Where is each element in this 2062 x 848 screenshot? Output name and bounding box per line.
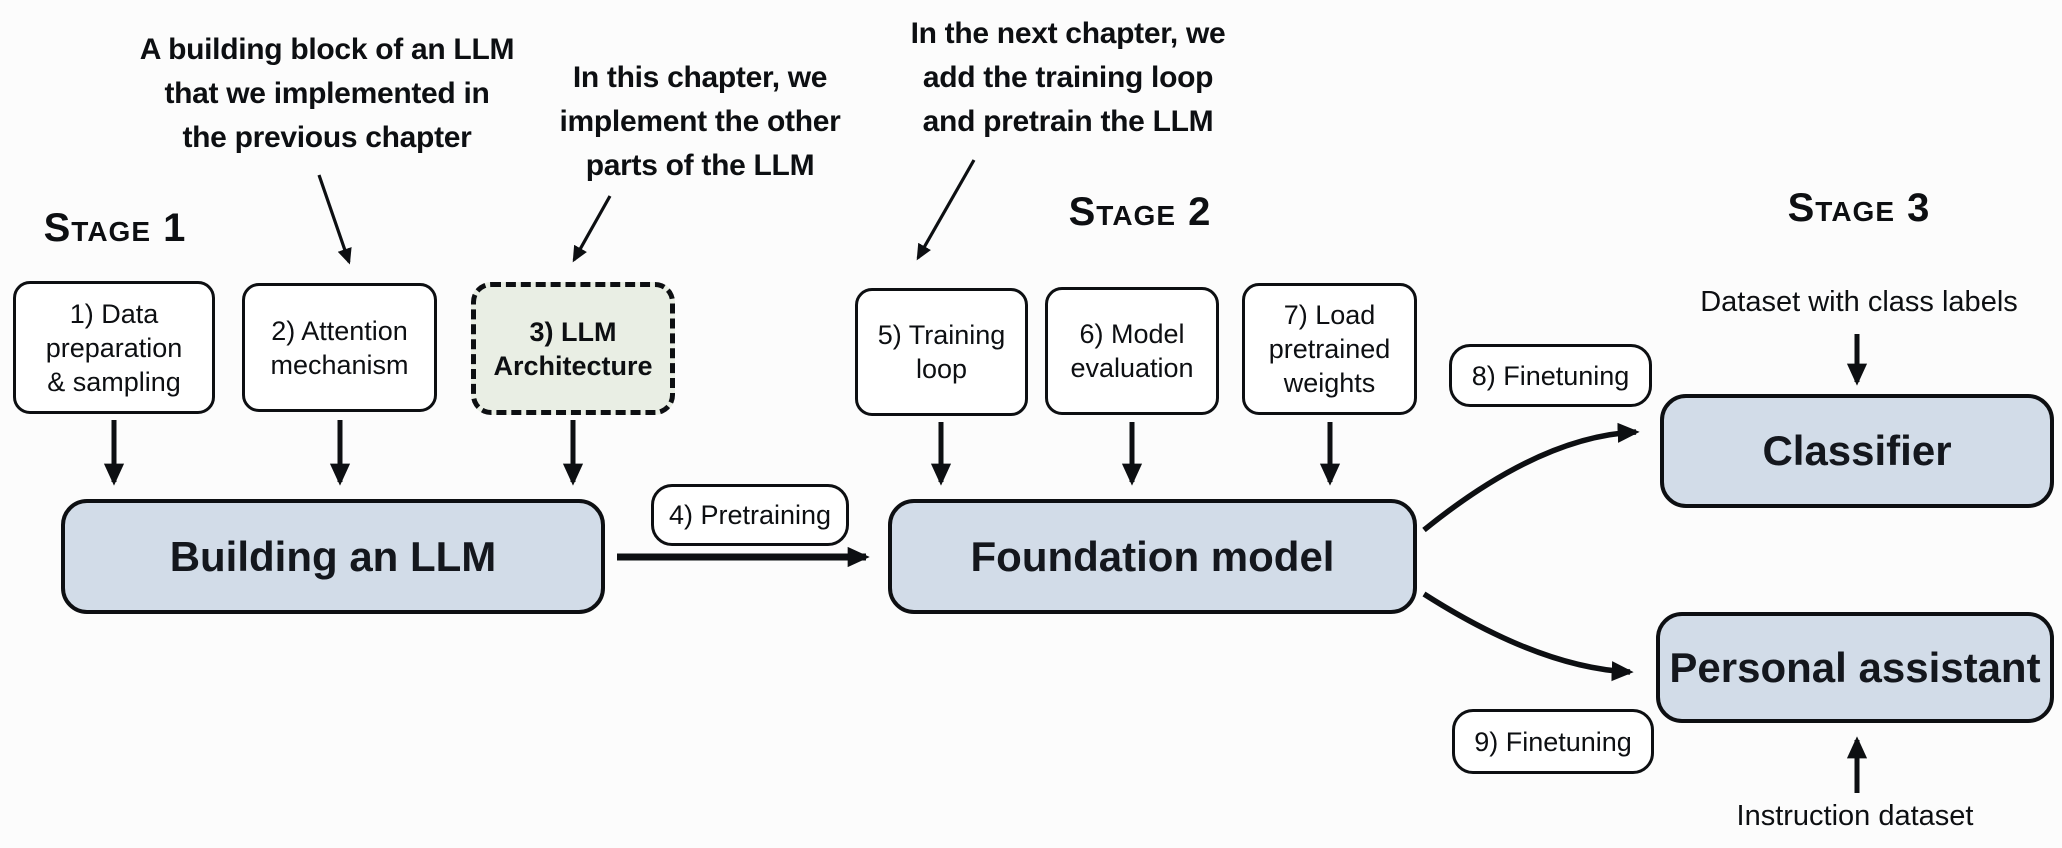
- label-dataset-with-class-labels: Dataset with class labels: [1700, 286, 2018, 318]
- node-building-an-llm: Building an LLM: [61, 499, 605, 614]
- stage-1-heading: Stage 1: [43, 206, 187, 250]
- step-box-attention-mechanism: 2) Attention mechanism: [242, 283, 437, 412]
- step-box-model-evaluation: 6) Model evaluation: [1045, 287, 1219, 415]
- step-pill-finetuning-8: 8) Finetuning: [1449, 344, 1652, 407]
- annotation-next-chapter: In the next chapter, we add the training…: [910, 17, 1226, 138]
- step-box-training-loop: 5) Training loop: [855, 288, 1028, 416]
- step-pill-pretraining: 4) Pretraining: [651, 484, 849, 546]
- stage-3-heading: Stage 3: [1787, 186, 1931, 230]
- arrow-annotation-to-architecture: [572, 195, 612, 263]
- annotation-this-chapter: In this chapter, we implement the other …: [559, 61, 841, 182]
- node-classifier: Classifier: [1660, 394, 2054, 508]
- node-personal-assistant: Personal assistant: [1656, 612, 2054, 723]
- stage-2-heading: Stage 2: [1068, 190, 1212, 234]
- arrow-foundation-to-classifier: [1422, 422, 1640, 533]
- node-foundation-model: Foundation model: [888, 499, 1417, 614]
- arrow-foundation-to-assistant: [1422, 591, 1634, 682]
- step-box-llm-architecture: 3) LLM Architecture: [471, 282, 675, 415]
- step-pill-finetuning-9: 9) Finetuning: [1452, 709, 1654, 774]
- label-instruction-dataset: Instruction dataset: [1736, 800, 1974, 832]
- step-box-data-preparation: 1) Data preparation & sampling: [13, 281, 215, 414]
- arrow-annotation-to-attention: [317, 174, 352, 265]
- step-box-load-pretrained-weights: 7) Load pretrained weights: [1242, 283, 1417, 415]
- annotation-building-block: A building block of an LLM that we imple…: [139, 33, 515, 154]
